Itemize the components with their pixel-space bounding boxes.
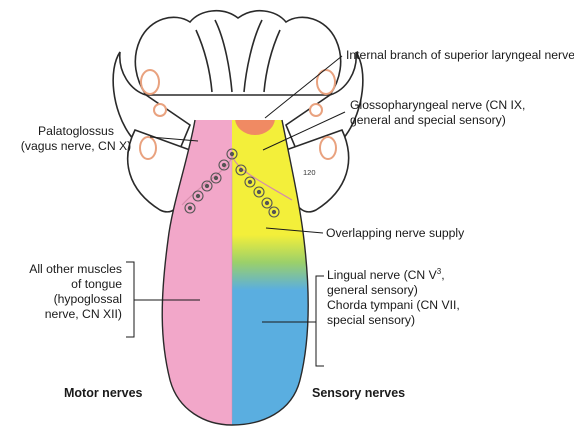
right-tonsil-mid [310,104,322,116]
bracket-lingual [316,276,324,366]
label-all-other-line2: of tongue [71,277,122,291]
label-all-other-muscles: All other muscles of tongue (hypoglossal… [10,262,122,322]
label-lingual-chorda: Lingual nerve (CN V3, general sensory) C… [327,268,460,328]
heading-sensory-nerves: Sensory nerves [312,386,405,401]
label-overlapping: Overlapping nerve supply [326,226,464,241]
label-lingual-line1: Lingual nerve (CN V3, [327,268,445,282]
figure-number: 120 [303,168,316,177]
label-glossopharyngeal: Glossopharyngeal nerve (CN IX, general a… [350,98,525,128]
internal-laryngeal-spot [235,101,275,135]
label-chorda-line2: special sensory) [327,313,415,327]
label-palatoglossus-line1: Palatoglossus [38,124,114,138]
left-tonsil-mid [154,104,166,116]
right-tonsil-lower [320,137,336,159]
label-chorda-line1: Chorda tympani (CN VII, [327,298,460,312]
label-all-other-line4: nerve, CN XII) [45,307,122,321]
label-internal-branch: Internal branch of superior laryngeal ne… [346,48,574,63]
label-palatoglossus: Palatoglossus (vagus nerve, CN X) [6,124,146,154]
label-all-other-line1: All other muscles [29,262,122,276]
label-palatoglossus-line2: (vagus nerve, CN X) [21,139,131,153]
label-glossopharyngeal-line2: general and special sensory) [350,113,506,127]
heading-motor-nerves: Motor nerves [64,386,143,401]
bracket-all-other [126,262,134,337]
left-tonsil-upper [141,70,159,94]
label-all-other-line3: (hypoglossal [54,292,122,306]
label-lingual-line2: general sensory) [327,283,418,297]
label-glossopharyngeal-line1: Glossopharyngeal nerve (CN IX, [350,98,525,112]
